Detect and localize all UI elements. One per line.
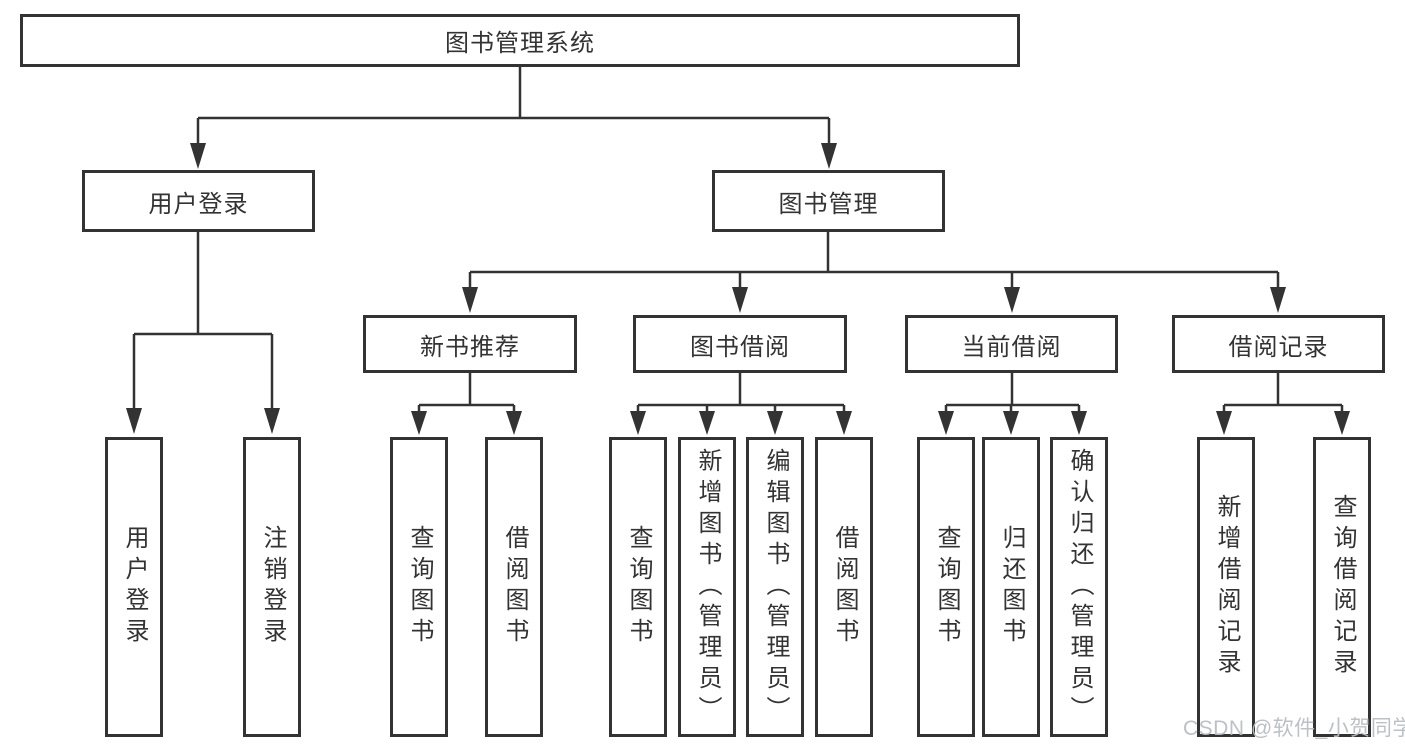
node-library-system: 图书管理系统 [20, 14, 1020, 67]
node-book-borrowing: 图书借阅 [633, 315, 847, 373]
node-book-management: 图书管理 [712, 170, 945, 232]
leaf-add-book-admin: 新增图书（管理员） [678, 437, 736, 737]
node-borrowing-records: 借阅记录 [1172, 315, 1385, 373]
leaf-add-borrow-record: 新增借阅记录 [1197, 437, 1255, 737]
leaf-logout: 注销登录 [243, 437, 301, 737]
node-current-borrowing: 当前借阅 [905, 315, 1118, 373]
node-new-book-recommend: 新书推荐 [363, 315, 577, 373]
leaf-query-books-recommend: 查询图书 [390, 437, 448, 737]
leaf-borrow-books-recommend: 借阅图书 [485, 437, 543, 737]
leaf-query-books-borrowing: 查询图书 [609, 437, 667, 737]
node-user-login: 用户登录 [82, 170, 315, 232]
leaf-return-books: 归还图书 [982, 437, 1040, 737]
leaf-query-borrow-record: 查询借阅记录 [1313, 437, 1371, 737]
watermark: CSDN @软件_小贺同学 [1183, 717, 1405, 740]
leaf-borrow-books-borrowing: 借阅图书 [815, 437, 873, 737]
leaf-edit-book-admin: 编辑图书（管理员） [746, 437, 804, 737]
leaf-user-login: 用户登录 [105, 437, 163, 737]
leaf-query-books-current: 查询图书 [917, 437, 975, 737]
leaf-confirm-return-admin: 确认归还（管理员） [1050, 437, 1108, 737]
